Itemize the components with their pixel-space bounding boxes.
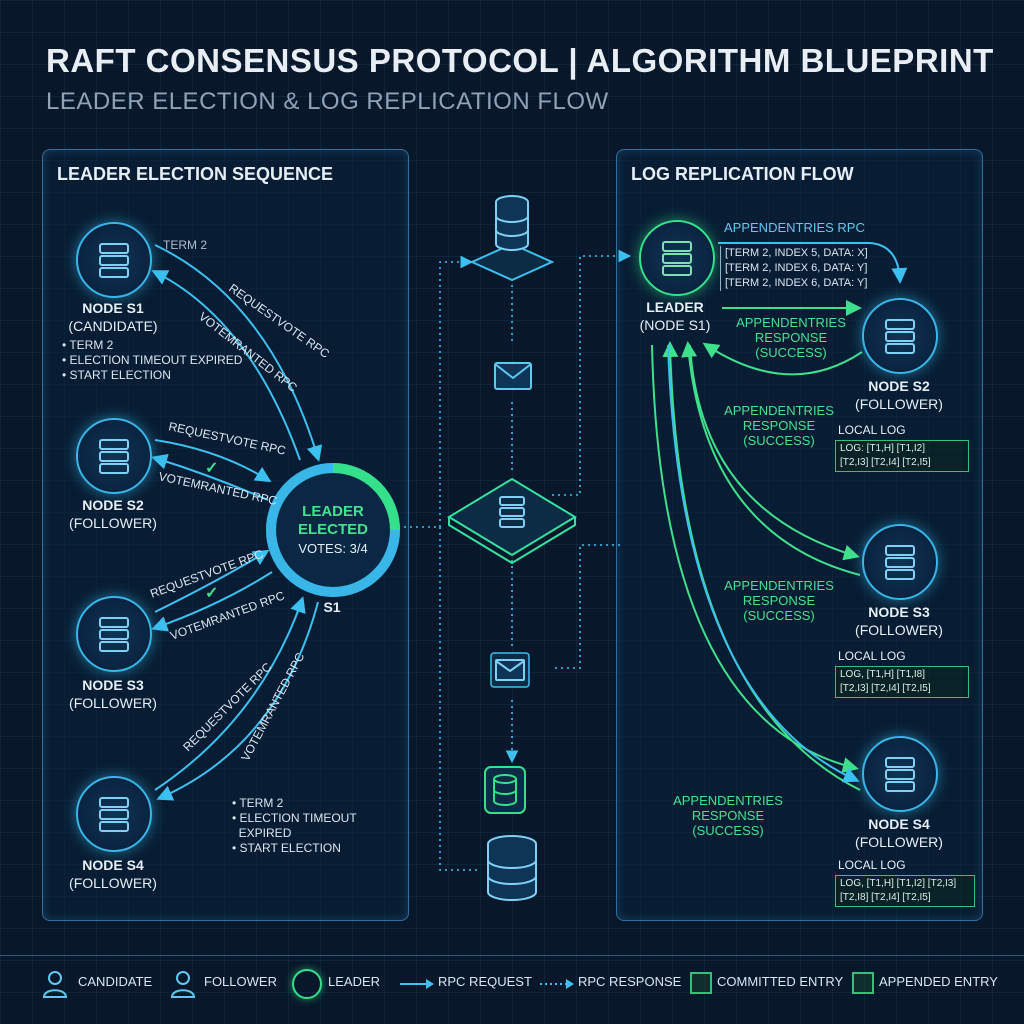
follower-s4-circle[interactable] [862,736,938,812]
legend-committed: COMMITTED ENTRY [717,974,844,989]
follower-s4-log-label: LOCAL LOG [838,858,906,872]
follower-s3-circle[interactable] [862,524,938,600]
s4-notes: • TERM 2• ELECTION TIMEOUT EXPIRED• STAR… [232,796,357,855]
follower-s3-label: NODE S3(FOLLOWER) [855,604,943,638]
leader-node-label: LEADER(NODE S1) [639,299,711,333]
append-rpc-title: APPENDENTRIES RPC [724,220,865,235]
s1-notes: • TERM 2• ELECTION TIMEOUT EXPIRED• STAR… [62,338,243,382]
node-s1-label: NODE S1(CANDIDATE) [68,300,158,334]
node-s3-circle[interactable] [76,596,152,672]
follower-s4-label: NODE S4(FOLLOWER) [855,816,943,850]
server-icon [885,319,915,354]
follower-s4-log: LOG, [T1,H] [T1,I2] [T2,I3][T2,I8] [T2,I… [835,875,975,907]
append-entry: [TERM 2, INDEX 5, DATA: X] [725,247,868,259]
legend-candidate: CANDIDATE [78,974,153,989]
server-icon [99,797,129,832]
envelope-icon [490,652,530,688]
legend: CANDIDATE FOLLOWER LEADER RPC REQUEST RP… [0,955,1024,1016]
checkmark-icon: ✓ [205,585,218,602]
legend-leader: LEADER [328,974,381,989]
legend-rpc-response: RPC RESPONSE [578,974,682,989]
append-entry: [TERM 2, INDEX 6, DATA: Y] [725,277,868,289]
server-icon [662,241,692,276]
center-link-2 [439,527,478,871]
envelope-icon [494,362,532,390]
leader-id: S1 [323,599,341,615]
rpc-label-s2-request: REQUESTVOTE RPC [167,419,287,458]
center-link-1 [398,255,474,528]
rpc-label-s4-response: VOTEMRANTED RPC [238,650,307,763]
user-icon [42,971,68,998]
append-entries-list: [TERM 2, INDEX 5, DATA: X] [TERM 2, INDE… [720,246,868,291]
election-panel-title: LEADER ELECTION SEQUENCE [57,164,334,184]
request-arrow-s4 [154,596,306,791]
page-subtitle: LEADER ELECTION & LOG REPLICATION FLOW [46,88,609,115]
server-icon [99,617,129,652]
node-s2-label: NODE S2(FOLLOWER) [69,497,157,531]
term-label: TERM 2 [163,238,208,252]
append-response-s2 [702,342,863,376]
server-icon [99,243,129,278]
leader-node-circle[interactable] [639,220,715,296]
follower-s2-label: NODE S2(FOLLOWER) [855,378,943,412]
append-request-s4 [667,344,860,783]
append-rpc-arrow [718,242,908,284]
server-icon [885,545,915,580]
server-icon [885,757,915,792]
server-icon [99,439,129,474]
node-s3-label: NODE S3(FOLLOWER) [69,677,157,711]
leader-circle-icon [292,969,322,999]
node-s4-circle[interactable] [76,776,152,852]
leader-ring-progress [332,463,400,531]
legend-appended: APPENDED ENTRY [879,974,998,989]
append-entry: [TERM 2, INDEX 6, DATA: Y] [725,262,868,274]
committed-entry-icon [690,972,712,994]
response-arrow-s1 [151,270,301,461]
dashed-arrow-icon [540,979,574,989]
database-icon [469,195,555,282]
append-response-s3 [681,341,861,576]
database-icon [487,835,537,901]
solid-arrow-icon [400,979,434,989]
request-arrow-s3 [154,549,270,613]
follower-s3-log: LOG, [T1,H] [T1,I8][T2,I3] [T2,I4] [T2,I… [835,666,969,698]
legend-follower: FOLLOWER [204,974,277,989]
response-arrow-s4 [156,601,319,801]
node-s1-circle[interactable] [76,222,152,298]
request-arrow-s1 [154,244,323,462]
request-arrow-s2 [154,439,272,483]
appended-entry-icon [852,972,874,994]
follower-s2-log-label: LOCAL LOG [838,423,906,437]
node-s4-label: NODE S4(FOLLOWER) [69,857,157,891]
center-link-8 [555,544,620,669]
response-arrow-s2 [151,453,269,501]
user-icon [170,971,196,998]
legend-rpc-request: RPC REQUEST [438,974,532,989]
database-icon [484,766,526,814]
center-link-3 [552,249,632,496]
node-s2-circle[interactable] [76,418,152,494]
replication-panel-title: LOG REPLICATION FLOW [631,164,854,184]
votes-count: VOTES: 3/4 [298,541,368,556]
follower-s2-log: LOG: [T1,H] [T1,I2][T2,I3] [T2,I4] [T2,I… [835,440,969,472]
follower-s2-circle[interactable] [862,298,938,374]
page-title: RAFT CONSENSUS PROTOCOL | ALGORITHM BLUE… [46,42,994,79]
server-hub-icon [447,477,577,565]
append-request-s3 [689,344,860,561]
response-arrow-s3 [151,571,273,632]
checkmark-icon: ✓ [205,460,218,477]
follower-s3-log-label: LOCAL LOG [838,649,906,663]
